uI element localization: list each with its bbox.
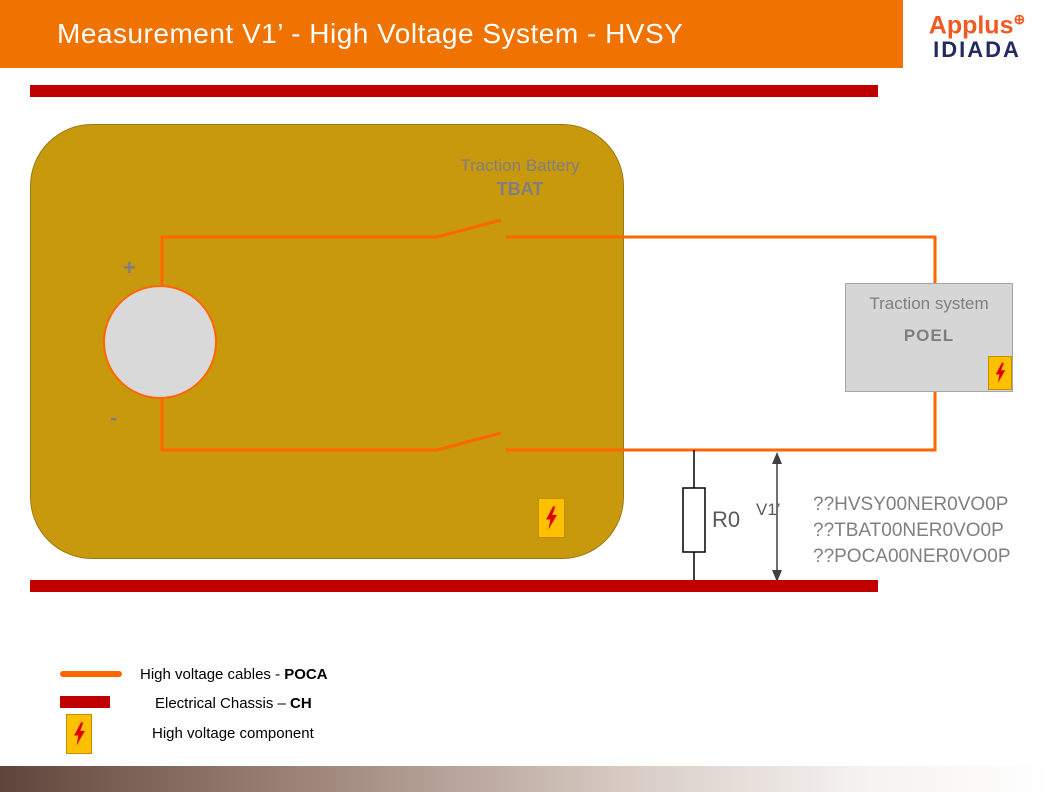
legend-component-label: High voltage component xyxy=(152,725,314,742)
legend-cable-swatch xyxy=(60,671,122,677)
logo-plus-icon: ⊕ xyxy=(1013,10,1026,27)
logo-applus-text: Applus⊕ xyxy=(928,10,1026,40)
voltage-label: V1’ xyxy=(756,500,781,519)
high-voltage-icon xyxy=(988,356,1012,390)
legend-chassis-swatch xyxy=(60,696,110,708)
resistor-symbol xyxy=(682,487,706,553)
legend-chassis-label: Electrical Chassis – CH xyxy=(155,695,312,712)
high-voltage-icon xyxy=(66,714,92,754)
header-bar: Measurement V1’ - High Voltage System - … xyxy=(0,0,1051,68)
applus-idiada-logo: Applus⊕ IDIADA xyxy=(903,0,1051,68)
code-line: ??POCA00NER0VO0P xyxy=(813,546,1011,567)
traction-system-code: POEL xyxy=(903,326,955,345)
v1-arrow-head-top xyxy=(772,452,782,464)
battery-code: TBAT xyxy=(496,179,544,199)
battery-plus-sign: + xyxy=(123,255,136,280)
code-line: ??HVSY00NER0VO0P xyxy=(813,494,1009,515)
legend-cable-label: High voltage cables - POCA xyxy=(140,666,328,683)
resistor-label: R0 xyxy=(712,507,741,532)
page-title: Measurement V1’ - High Voltage System - … xyxy=(57,18,684,49)
lightning-bolt-icon xyxy=(73,722,85,746)
electrical-chassis-top xyxy=(30,85,878,97)
battery-name: Traction Battery xyxy=(460,156,580,175)
footer-gradient-bar xyxy=(0,766,1051,792)
traction-battery-label: Traction Battery TBAT xyxy=(440,155,600,201)
electrical-chassis-bottom xyxy=(30,580,878,592)
code-line: ??TBAT00NER0VO0P xyxy=(813,520,1004,541)
traction-system-box: Traction system POEL xyxy=(845,283,1013,392)
traction-system-name: Traction system xyxy=(869,294,989,313)
high-voltage-icon xyxy=(538,498,565,538)
measurement-codes: ??HVSY00NER0VO0P ??TBAT00NER0VO0P ??POCA… xyxy=(813,492,1011,570)
logo-idiada-text: IDIADA xyxy=(933,37,1021,63)
lightning-bolt-icon xyxy=(995,362,1005,384)
lightning-bolt-icon xyxy=(546,506,557,530)
voltage-source-symbol xyxy=(103,285,217,399)
battery-minus-sign: - xyxy=(110,405,118,430)
